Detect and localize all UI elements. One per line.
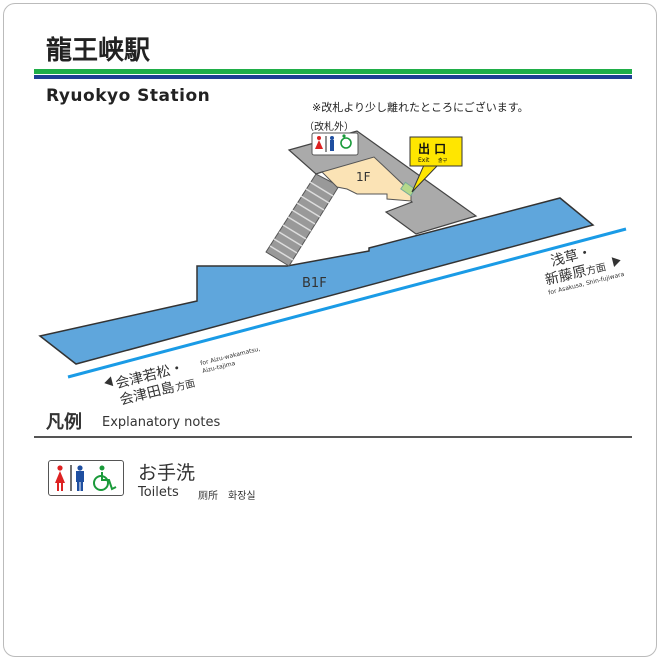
toilet-label-ko: 화장실 — [228, 491, 256, 502]
exit-gate — [400, 181, 416, 197]
arrow-right-icon — [611, 257, 621, 268]
page-title: 龍王峡駅 — [46, 36, 151, 66]
green-divider — [34, 69, 632, 74]
exit-sign: 出 口 Exit 출구 — [409, 136, 463, 193]
legend-heading: 凡例 — [46, 412, 82, 433]
track-line — [67, 227, 627, 379]
station-map: 龍王峡駅 Ryuokyo Station ※改札より少し離れたところにございます… — [3, 3, 657, 657]
direction-asakusa: 浅草・ 新藤原 方面 for Asakusa, Shin-fujiwara — [544, 244, 626, 296]
toilet-label-ja: お手洗 — [138, 462, 196, 484]
toilet-sign — [311, 132, 359, 156]
station-diagram: ※改札より少し離れたところにございます。 （改札外） B1F 1F 出 口 Ex… — [38, 100, 627, 409]
toilet-label-zh: 厕所 — [198, 491, 218, 502]
location-note: ※改札より少し離れたところにございます。 — [312, 100, 529, 114]
arrow-left-icon — [104, 376, 114, 387]
dir-left-suffix: 方面 — [174, 376, 197, 393]
floor-label-1f: 1F — [356, 170, 371, 184]
toilet-icon — [48, 460, 124, 496]
toilet-label-en: Toilets — [138, 485, 179, 500]
exit-label-ja: 出 口 — [418, 141, 446, 156]
floor-label-b1f: B1F — [302, 276, 327, 291]
exit-label-ko: 출구 — [438, 157, 448, 164]
stairs — [265, 173, 340, 267]
navy-divider — [34, 75, 632, 79]
floor-1f-area — [321, 156, 412, 202]
outside-gates-label: （改札外） — [304, 120, 354, 133]
legend-heading-en: Explanatory notes — [102, 415, 221, 430]
exit-label-en: Exit — [418, 157, 430, 164]
station-name-en: Ryuokyo Station — [46, 86, 211, 106]
platform-b1f — [38, 197, 595, 365]
legend-divider — [34, 436, 632, 438]
concourse-1f — [287, 130, 478, 235]
